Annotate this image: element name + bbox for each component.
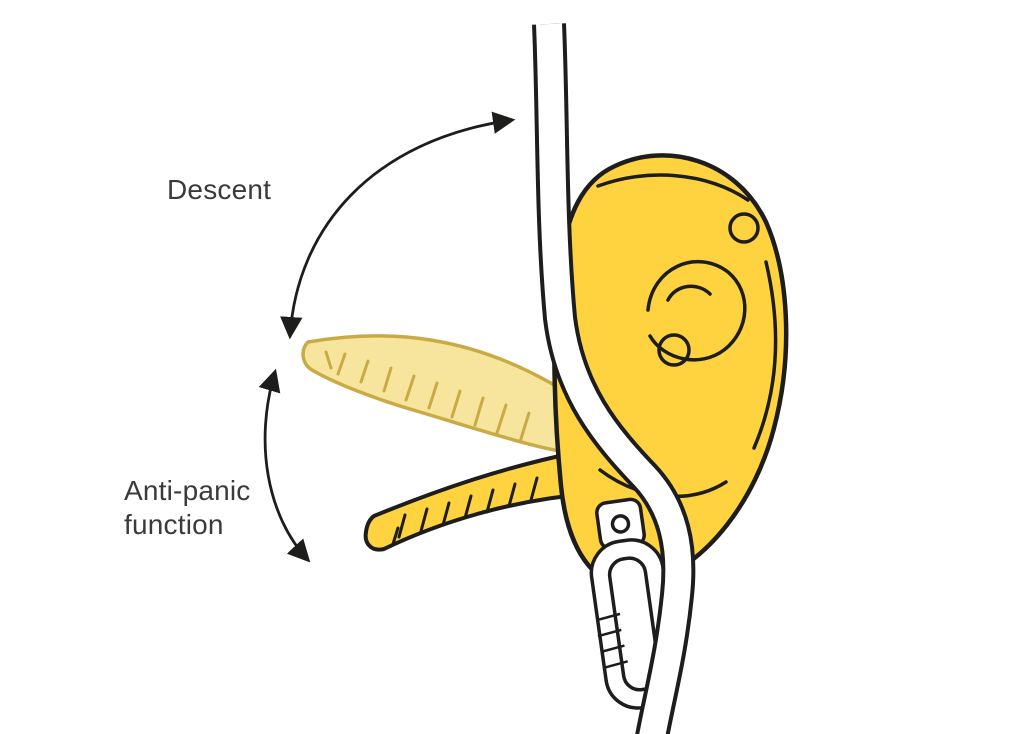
device-rivet xyxy=(657,333,691,367)
anti-panic-arrow xyxy=(258,368,311,563)
annotation-arrows xyxy=(258,111,516,563)
handle-body xyxy=(363,450,603,552)
device-right-groove xyxy=(752,260,778,450)
handle-anti-panic-position xyxy=(363,450,603,552)
anti-panic-label-line1: Anti-panic xyxy=(124,475,251,506)
rope-core xyxy=(536,23,692,734)
carabiner-ring-hole xyxy=(607,556,662,692)
handle-ghost-grip-ribs xyxy=(324,350,531,444)
rope xyxy=(532,23,696,734)
device-top-seam xyxy=(596,173,750,202)
device-top-rivet xyxy=(728,212,760,244)
labels: Descent Anti-panic function xyxy=(124,174,271,540)
descent-arrow xyxy=(280,111,516,340)
handle-ghost-position xyxy=(301,334,595,455)
handle-grip-ribs xyxy=(391,476,539,546)
carabiner-gate-ridges xyxy=(596,612,629,669)
carabiner-link-hole xyxy=(610,514,631,534)
device-details xyxy=(596,173,778,499)
device-cam-inner xyxy=(666,284,712,302)
anti-panic-label-line2: function xyxy=(124,509,224,540)
descent-label: Descent xyxy=(167,174,271,205)
